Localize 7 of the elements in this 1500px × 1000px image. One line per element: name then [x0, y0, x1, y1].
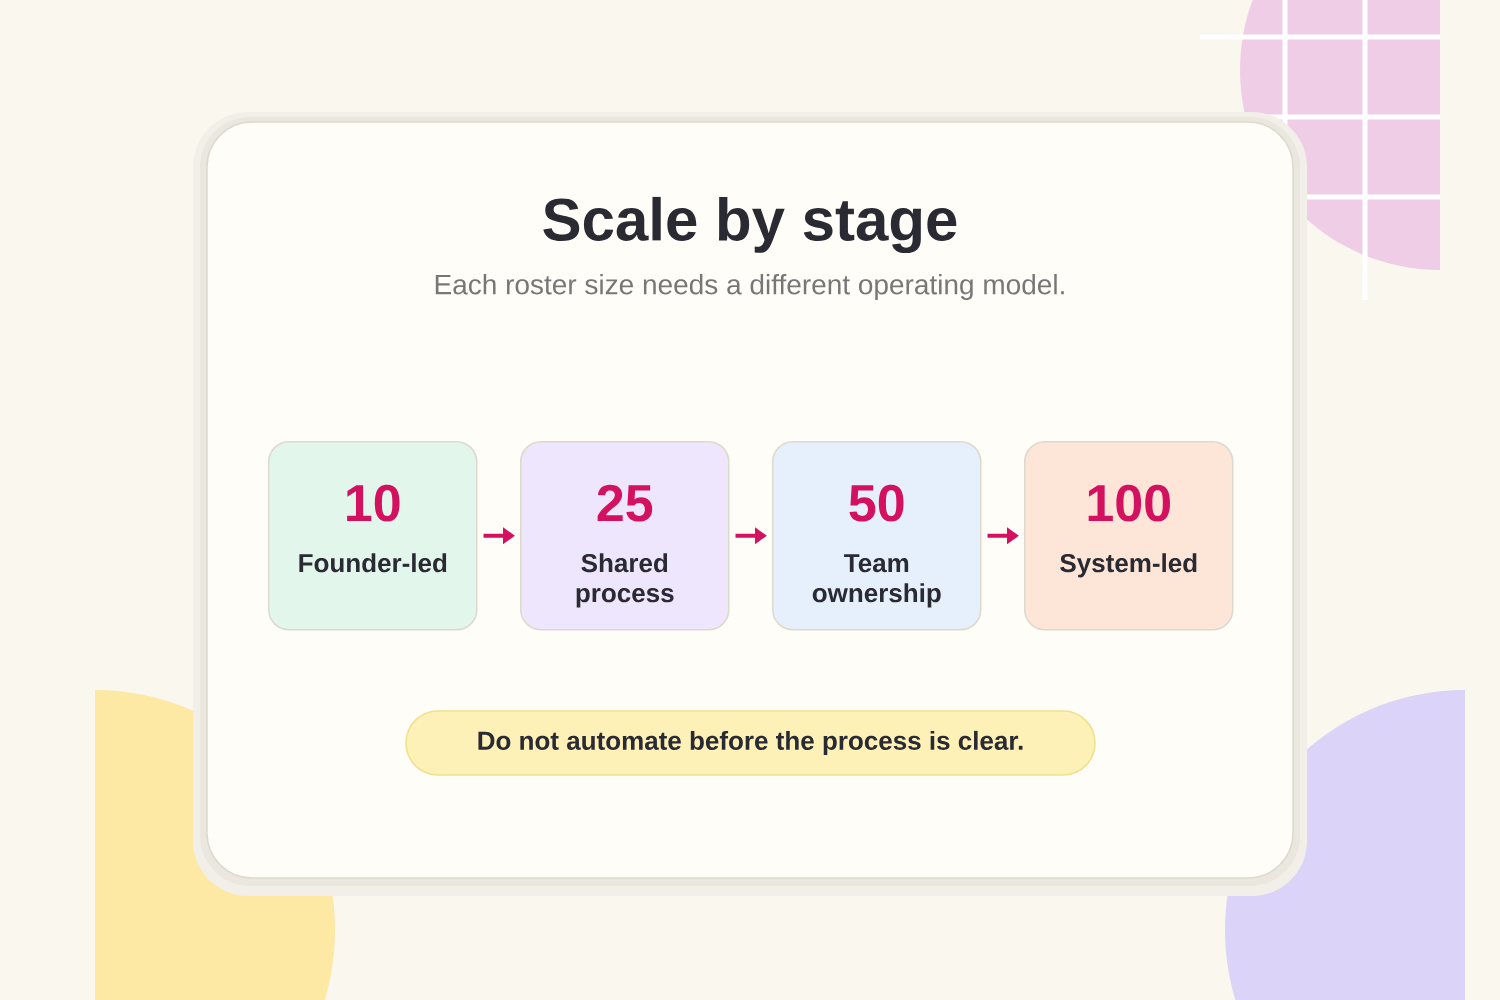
- stage-box: 10 Founder-led: [268, 441, 478, 631]
- stage-box: 50 Team ownership: [772, 441, 982, 631]
- subtitle: Each roster size needs a different operating model.: [435, 273, 1064, 301]
- stage-box: 25 Shared process: [520, 441, 730, 631]
- note-pill: Do not automate before the process is clear.: [405, 710, 1096, 776]
- title: Scale by stage: [543, 196, 957, 254]
- stage-box: 100 System-led: [1024, 441, 1234, 631]
